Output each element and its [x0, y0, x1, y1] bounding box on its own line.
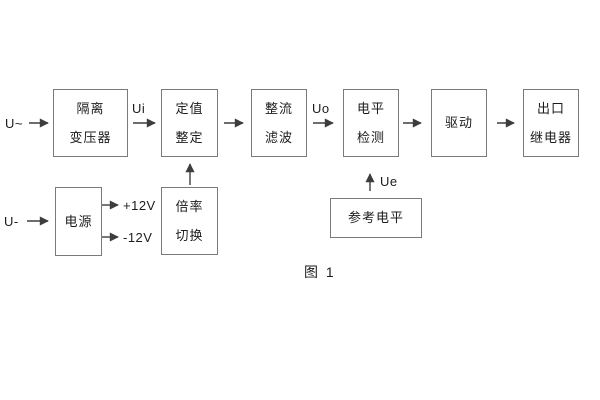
signal-label-ac-input: U~	[5, 116, 23, 131]
block-label: 隔离	[76, 100, 105, 116]
block-output-relay: 出口 继电器	[523, 89, 579, 157]
block-label: 滤波	[264, 129, 293, 145]
signal-label-dc-input: U-	[4, 214, 19, 229]
block-label: 电源	[64, 213, 93, 229]
signal-label-minus-12v: -12V	[123, 230, 153, 245]
block-reference-level: 参考电平	[330, 198, 422, 238]
block-label: 电平	[356, 100, 385, 116]
block-label: 倍率	[175, 198, 204, 214]
block-driver: 驱动	[431, 89, 487, 157]
block-label: 参考电平	[347, 210, 404, 225]
block-label: 变压器	[69, 129, 112, 145]
figure-caption: 图 1	[304, 264, 336, 280]
block-label: 整定	[175, 129, 204, 145]
block-rectifier-filter: 整流 滤波	[251, 89, 307, 157]
block-label: 整流	[264, 100, 293, 116]
block-isolation-transformer: 隔离 变压器	[53, 89, 128, 157]
block-label: 出口	[536, 100, 565, 116]
signal-label-plus-12v: +12V	[123, 198, 156, 213]
signal-label-uo: Uo	[312, 101, 330, 116]
signal-label-ui: Ui	[132, 101, 146, 116]
block-label: 检测	[356, 129, 385, 145]
block-ratio-switch: 倍率 切换	[161, 187, 218, 255]
block-label: 切换	[175, 227, 204, 243]
block-power-supply: 电源	[55, 187, 102, 256]
block-label: 定值	[175, 100, 204, 116]
block-setpoint-adjust: 定值 整定	[161, 89, 218, 157]
block-label: 驱动	[444, 115, 473, 130]
block-label: 继电器	[529, 129, 572, 145]
block-level-detection: 电平 检测	[343, 89, 399, 157]
signal-label-ue: Ue	[380, 174, 398, 189]
